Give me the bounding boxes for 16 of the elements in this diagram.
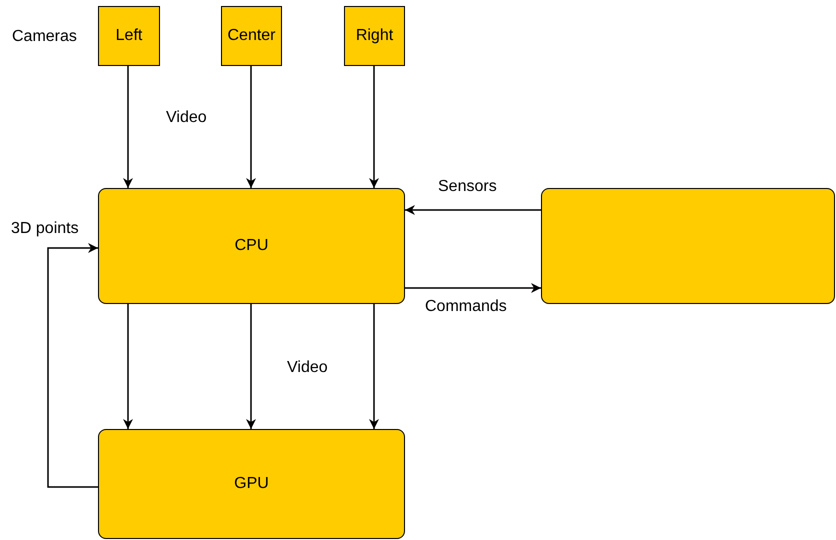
arrow: [123, 66, 133, 188]
arrow: [246, 304, 256, 429]
edge-label: 3D points: [11, 220, 79, 238]
arrow: [47, 243, 98, 488]
process-box: [541, 188, 835, 304]
arrow: [123, 304, 133, 429]
arrow: [405, 283, 541, 293]
camera-box: Center: [221, 6, 282, 66]
process-box: GPU: [98, 429, 405, 539]
camera-box: Right: [344, 6, 405, 66]
arrow: [369, 66, 379, 188]
arrow: [246, 66, 256, 188]
camera-box: Left: [98, 6, 160, 66]
arrow: [369, 304, 379, 429]
arrow: [405, 205, 541, 215]
process-box: CPU: [98, 188, 405, 304]
